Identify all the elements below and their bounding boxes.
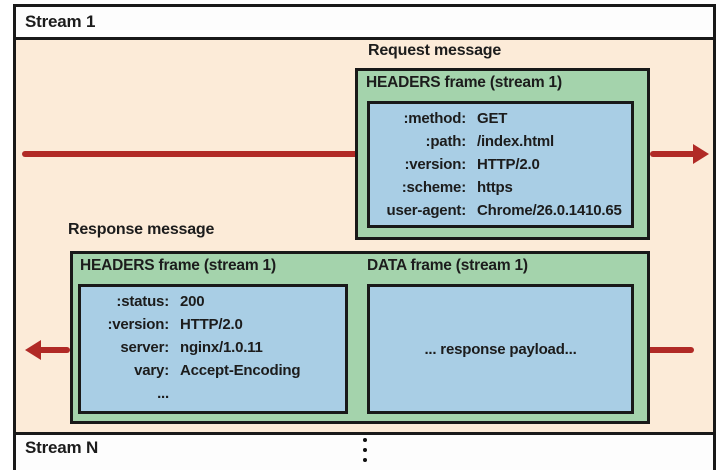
request-headers-payload: :method: GET :path: /index.html :version…	[367, 101, 634, 228]
header-value: Chrome/26.0.1410.65	[477, 202, 622, 219]
stream-1-canvas: Request message HEADERS frame (stream 1)…	[16, 40, 713, 435]
response-header-list: :status: 200 :version: HTTP/2.0 server: …	[81, 287, 345, 405]
response-headers-payload: :status: 200 :version: HTTP/2.0 server: …	[78, 284, 348, 414]
response-headers-frame-label: HEADERS frame (stream 1)	[80, 257, 276, 274]
header-key: vary:	[134, 362, 169, 379]
header-key: server:	[120, 339, 169, 356]
response-message-label: Response message	[68, 221, 215, 238]
stream-n-band: Stream N	[16, 435, 713, 470]
dot	[363, 458, 367, 462]
stream-1-label: Stream 1	[25, 12, 96, 31]
header-key: :scheme:	[401, 179, 466, 196]
header-row: vary: Accept-Encoding	[85, 359, 345, 382]
request-message-label: Request message	[368, 42, 502, 59]
header-value: Accept-Encoding	[180, 362, 301, 379]
arrow-shaft	[38, 347, 70, 353]
header-row: :version: HTTP/2.0	[85, 313, 345, 336]
header-value: GET	[477, 110, 508, 127]
header-value: https	[477, 179, 513, 196]
stream-1-band: Stream 1	[16, 7, 713, 40]
header-value: nginx/1.0.11	[180, 339, 263, 356]
response-frames-group: HEADERS frame (stream 1) DATA frame (str…	[70, 251, 650, 424]
header-key: :version:	[107, 316, 169, 333]
header-value: HTTP/2.0	[180, 316, 243, 333]
response-flow-line	[650, 347, 694, 353]
request-headers-frame: HEADERS frame (stream 1) :method: GET :p…	[355, 68, 650, 240]
header-key: ...	[157, 385, 169, 402]
header-row: ...	[85, 382, 345, 405]
header-value: 200	[180, 293, 205, 310]
response-data-payload: ... response payload...	[367, 284, 634, 414]
response-data-frame-label: DATA frame (stream 1)	[367, 257, 528, 274]
header-value: HTTP/2.0	[477, 156, 540, 173]
request-arrow-right-icon	[650, 144, 709, 164]
header-row: :version: HTTP/2.0	[374, 153, 631, 176]
header-row: :scheme: https	[374, 176, 631, 199]
arrow-shaft	[650, 151, 697, 157]
header-row: server: nginx/1.0.11	[85, 336, 345, 359]
more-streams-ellipsis-icon	[363, 438, 367, 462]
header-row: :path: /index.html	[374, 130, 631, 153]
dot	[363, 448, 367, 452]
dot	[363, 438, 367, 442]
stream-n-label: Stream N	[25, 438, 99, 457]
response-arrow-left-icon	[25, 340, 70, 360]
stream-container: Stream 1 Request message HEADERS frame (…	[13, 4, 716, 470]
header-key: :status:	[116, 293, 169, 310]
header-key: :method:	[403, 110, 466, 127]
request-flow-line	[22, 151, 356, 157]
arrow-head	[693, 144, 709, 164]
header-row: :method: GET	[374, 107, 631, 130]
header-value: /index.html	[477, 133, 554, 150]
header-key: user-agent:	[386, 202, 467, 219]
arrow-head	[25, 340, 41, 360]
request-header-list: :method: GET :path: /index.html :version…	[370, 104, 631, 222]
response-payload-text: ... response payload...	[424, 340, 577, 358]
header-key: :path:	[425, 133, 467, 150]
request-headers-frame-label: HEADERS frame (stream 1)	[366, 74, 562, 91]
header-row: user-agent: Chrome/26.0.1410.65	[374, 199, 631, 222]
header-value	[180, 382, 345, 405]
header-row: :status: 200	[85, 290, 345, 313]
header-key: :version:	[404, 156, 466, 173]
